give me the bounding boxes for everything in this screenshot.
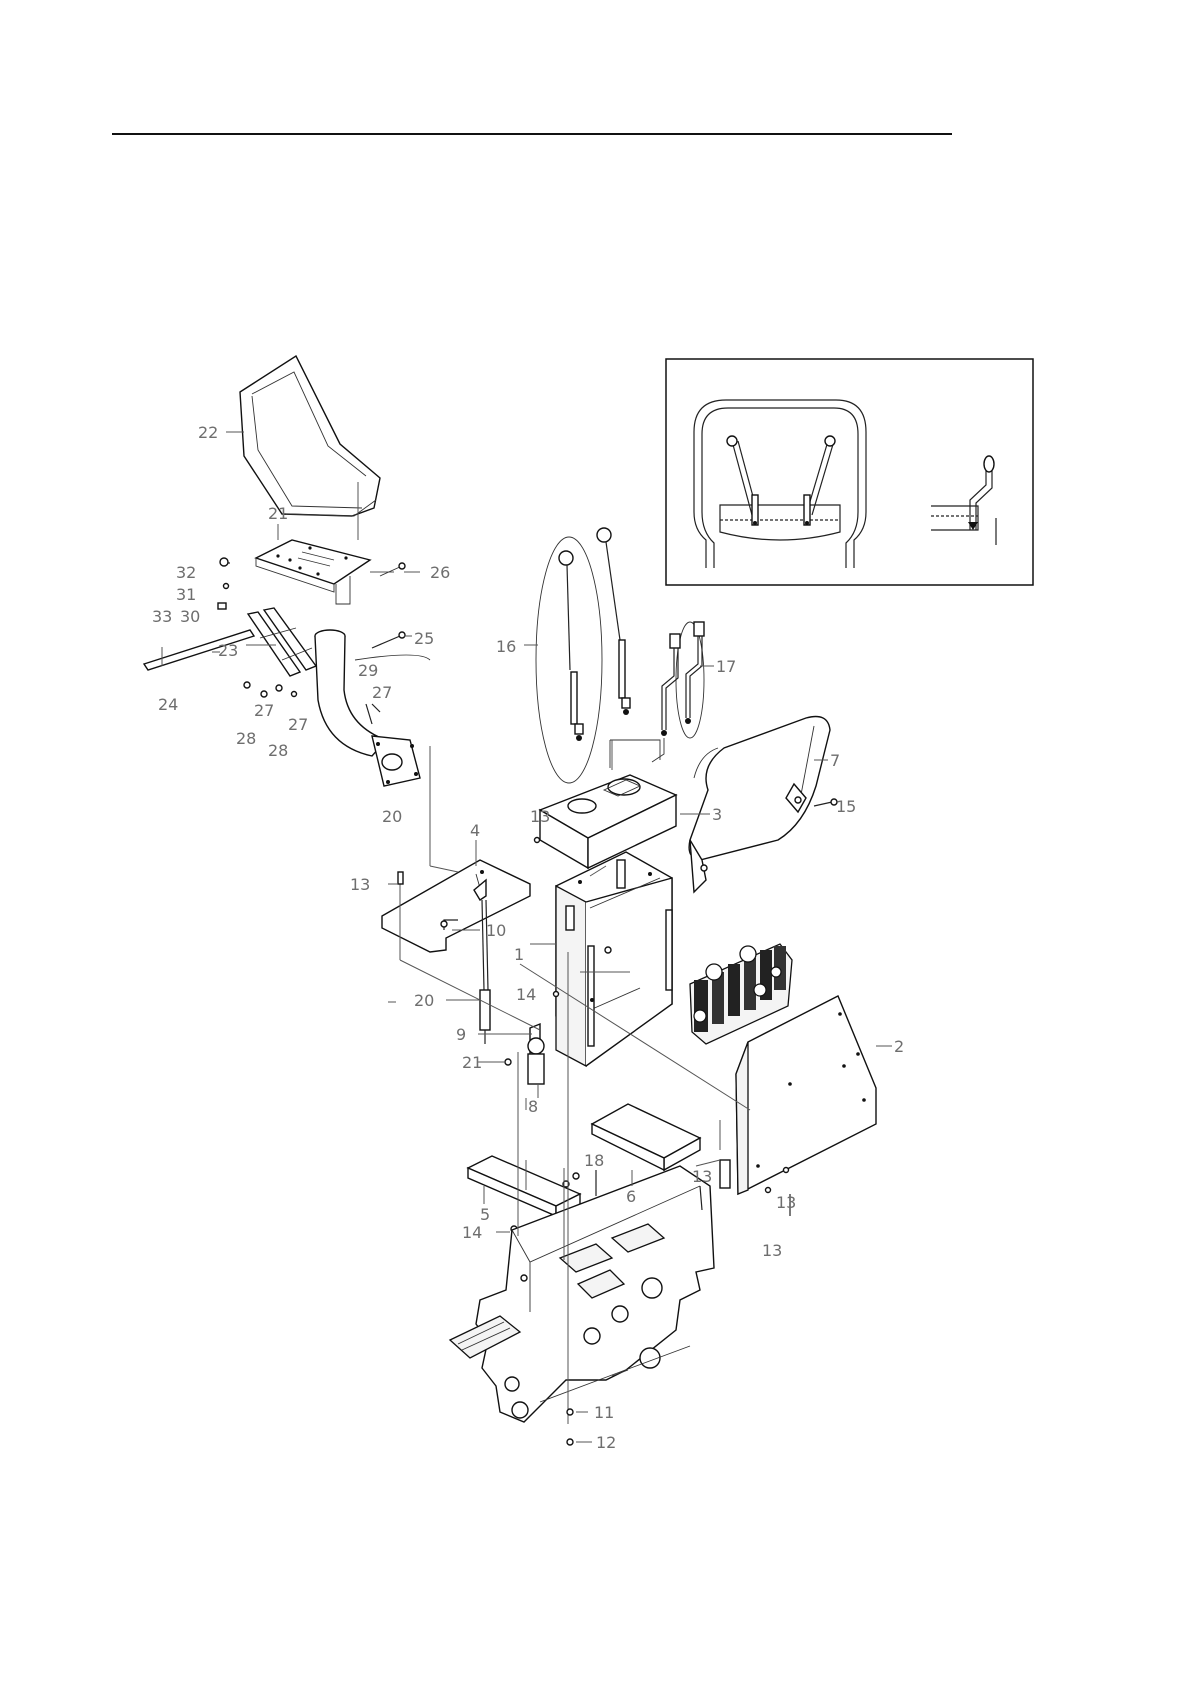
callout-20-cable: 20 xyxy=(414,991,434,1010)
callout-13-right: 13 xyxy=(776,1193,796,1212)
callout-12: 12 xyxy=(596,1433,616,1452)
callout-28-b: 28 xyxy=(268,741,288,760)
callout-13-left: 13 xyxy=(350,875,370,894)
callout-7: 7 xyxy=(830,751,840,770)
callout-21-seat: 21 xyxy=(268,504,288,523)
callout-1: 1 xyxy=(514,945,524,964)
seat-part xyxy=(240,356,380,516)
callout-18: 18 xyxy=(584,1151,604,1170)
callout-16: 16 xyxy=(496,637,516,656)
callout-13-mid: 13 xyxy=(692,1167,712,1186)
callout-14-mid: 14 xyxy=(516,985,536,1004)
seat-post-part xyxy=(315,630,430,786)
callout-23: 23 xyxy=(218,641,238,660)
inset-detail-box xyxy=(666,359,1033,585)
callout-28-a: 28 xyxy=(236,729,256,748)
callout-30: 30 xyxy=(180,607,200,626)
callout-8: 8 xyxy=(528,1097,538,1116)
control-lever-right xyxy=(597,528,630,715)
step-bracket-6 xyxy=(592,1104,700,1170)
roll-bar-part xyxy=(689,717,830,893)
callout-25: 25 xyxy=(414,629,434,648)
callout-32: 32 xyxy=(176,563,196,582)
callout-14-low: 14 xyxy=(462,1223,482,1242)
floor-plate-part xyxy=(382,860,530,952)
callout-15: 15 xyxy=(836,797,856,816)
callout-17: 17 xyxy=(716,657,736,676)
callout-9: 9 xyxy=(456,1025,466,1044)
callout-4: 4 xyxy=(470,821,480,840)
callout-29: 29 xyxy=(358,661,378,680)
control-lever-left xyxy=(536,537,602,783)
callout-2: 2 xyxy=(894,1037,904,1056)
callout-27-c: 27 xyxy=(372,683,392,702)
callout-5: 5 xyxy=(480,1205,490,1224)
callout-33: 33 xyxy=(152,607,172,626)
callout-26: 26 xyxy=(430,563,450,582)
callout-24: 24 xyxy=(158,695,178,714)
callout-21-nut: 21 xyxy=(462,1053,482,1072)
callout-10: 10 xyxy=(486,921,506,940)
frame-part xyxy=(556,852,672,1066)
callout-13-low: 13 xyxy=(762,1241,782,1260)
callout-31: 31 xyxy=(176,585,196,604)
callout-22: 22 xyxy=(198,423,218,442)
callout-27-b: 27 xyxy=(288,715,308,734)
callout-27-a: 27 xyxy=(254,701,274,720)
callout-6: 6 xyxy=(626,1187,636,1206)
callout-3: 3 xyxy=(712,805,722,824)
callout-13-top: 13 xyxy=(530,807,550,826)
callout-11: 11 xyxy=(594,1403,614,1422)
callout-20-post: 20 xyxy=(382,807,402,826)
